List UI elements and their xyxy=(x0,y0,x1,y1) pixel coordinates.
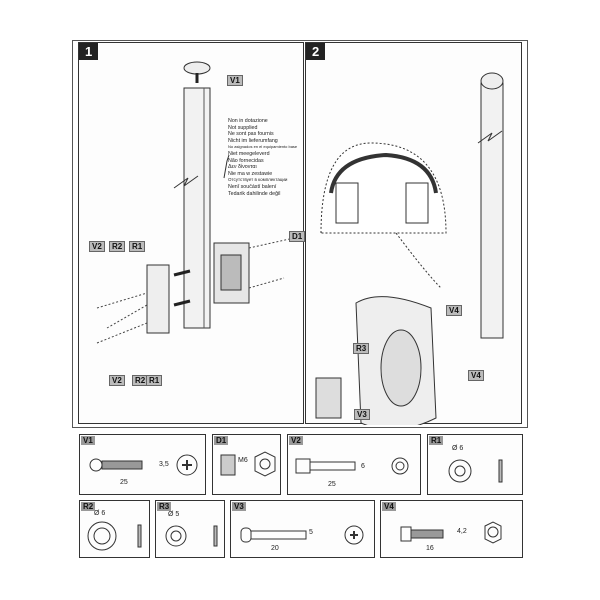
part-v4: V4 4,2 16 xyxy=(380,500,523,558)
step-1-panel: 1 V1 D1 V2 R2 R1 V2 R2 R1 xyxy=(78,42,306,424)
part-code: V4 xyxy=(382,502,396,511)
step-2-panel: 2 R3 V3 V4 V4 xyxy=(305,42,522,425)
note-line: Not supplied xyxy=(228,124,258,131)
label-v2: V2 xyxy=(89,241,105,252)
screw-icon xyxy=(240,525,364,545)
screw-icon xyxy=(89,454,198,476)
note-line: Nie ma w zestawie xyxy=(228,170,273,177)
label-v2: V2 xyxy=(109,375,125,386)
label-v4: V4 xyxy=(446,305,462,316)
dimension: 25 xyxy=(328,481,336,488)
step-number: 1 xyxy=(79,43,99,60)
dimension: Ø 6 xyxy=(452,445,464,452)
part-v1: V1 3,5 25 xyxy=(79,434,206,495)
note-line: Niet meegeleverd xyxy=(228,150,270,157)
dimension: 6 xyxy=(361,463,365,470)
part-r3: R3 Ø 5 xyxy=(155,500,225,558)
dimension: 5 xyxy=(309,529,313,536)
dimension: Ø 6 xyxy=(94,510,106,517)
label-v4: V4 xyxy=(468,370,484,381)
washer-icon xyxy=(165,525,218,547)
not-supplied-note: Non in dotazione Not supplied Ne sont pa… xyxy=(228,118,297,197)
part-code: D1 xyxy=(214,436,229,445)
note-line: Non in dotazione xyxy=(228,118,268,124)
step-1-illustration xyxy=(96,61,295,344)
label-r1: R1 xyxy=(146,375,163,386)
dimension: Ø 5 xyxy=(168,511,180,518)
part-d1: D1 M6 xyxy=(212,434,281,495)
label-r1: R1 xyxy=(129,241,146,252)
dimension: 25 xyxy=(120,479,128,486)
part-code: V2 xyxy=(289,436,303,445)
part-v2: V2 6 25 xyxy=(287,434,421,495)
part-v3: V3 5 20 xyxy=(230,500,375,558)
label-r3: R3 xyxy=(353,343,370,354)
note-line: No asignados en el equipamiento base xyxy=(228,144,298,150)
dimension: 3,5 xyxy=(159,461,169,468)
part-r1: R1 Ø 6 xyxy=(427,434,523,495)
dimension: 4,2 xyxy=(457,528,467,535)
dimension: M6 xyxy=(238,457,248,464)
part-code: R1 xyxy=(429,436,444,445)
part-code: V1 xyxy=(81,436,95,445)
bolt-icon xyxy=(295,457,409,475)
dimension: 16 xyxy=(426,545,434,552)
part-r2: R2 Ø 6 xyxy=(79,500,150,558)
self-tapping-screw-icon xyxy=(400,521,502,544)
label-v1: V1 xyxy=(227,75,243,86)
dimension: 20 xyxy=(271,545,279,552)
note-line: Nicht im lieferumfang xyxy=(228,137,278,144)
step-2-illustration xyxy=(315,72,504,425)
nut-icon xyxy=(220,451,276,477)
part-code: R2 xyxy=(81,502,96,511)
note-line: Nenî součástí balení xyxy=(228,183,277,190)
washer-icon xyxy=(448,459,503,483)
note-line: Отсутствует в комплектации xyxy=(228,177,288,183)
step-number: 2 xyxy=(306,43,326,60)
label-d1: D1 xyxy=(289,231,306,242)
note-line: Δεν δίνονται xyxy=(228,164,257,171)
label-v3: V3 xyxy=(354,409,370,420)
part-code: V3 xyxy=(232,502,246,511)
label-r2: R2 xyxy=(109,241,126,252)
note-line: Tedarik dahilinde değil xyxy=(228,190,281,197)
page-border xyxy=(72,40,528,428)
note-line: Não fornecidas xyxy=(228,157,264,164)
spring-washer-icon xyxy=(87,521,142,551)
part-code: R3 xyxy=(157,502,172,511)
note-line: Ne sont pas fournis xyxy=(228,131,274,138)
